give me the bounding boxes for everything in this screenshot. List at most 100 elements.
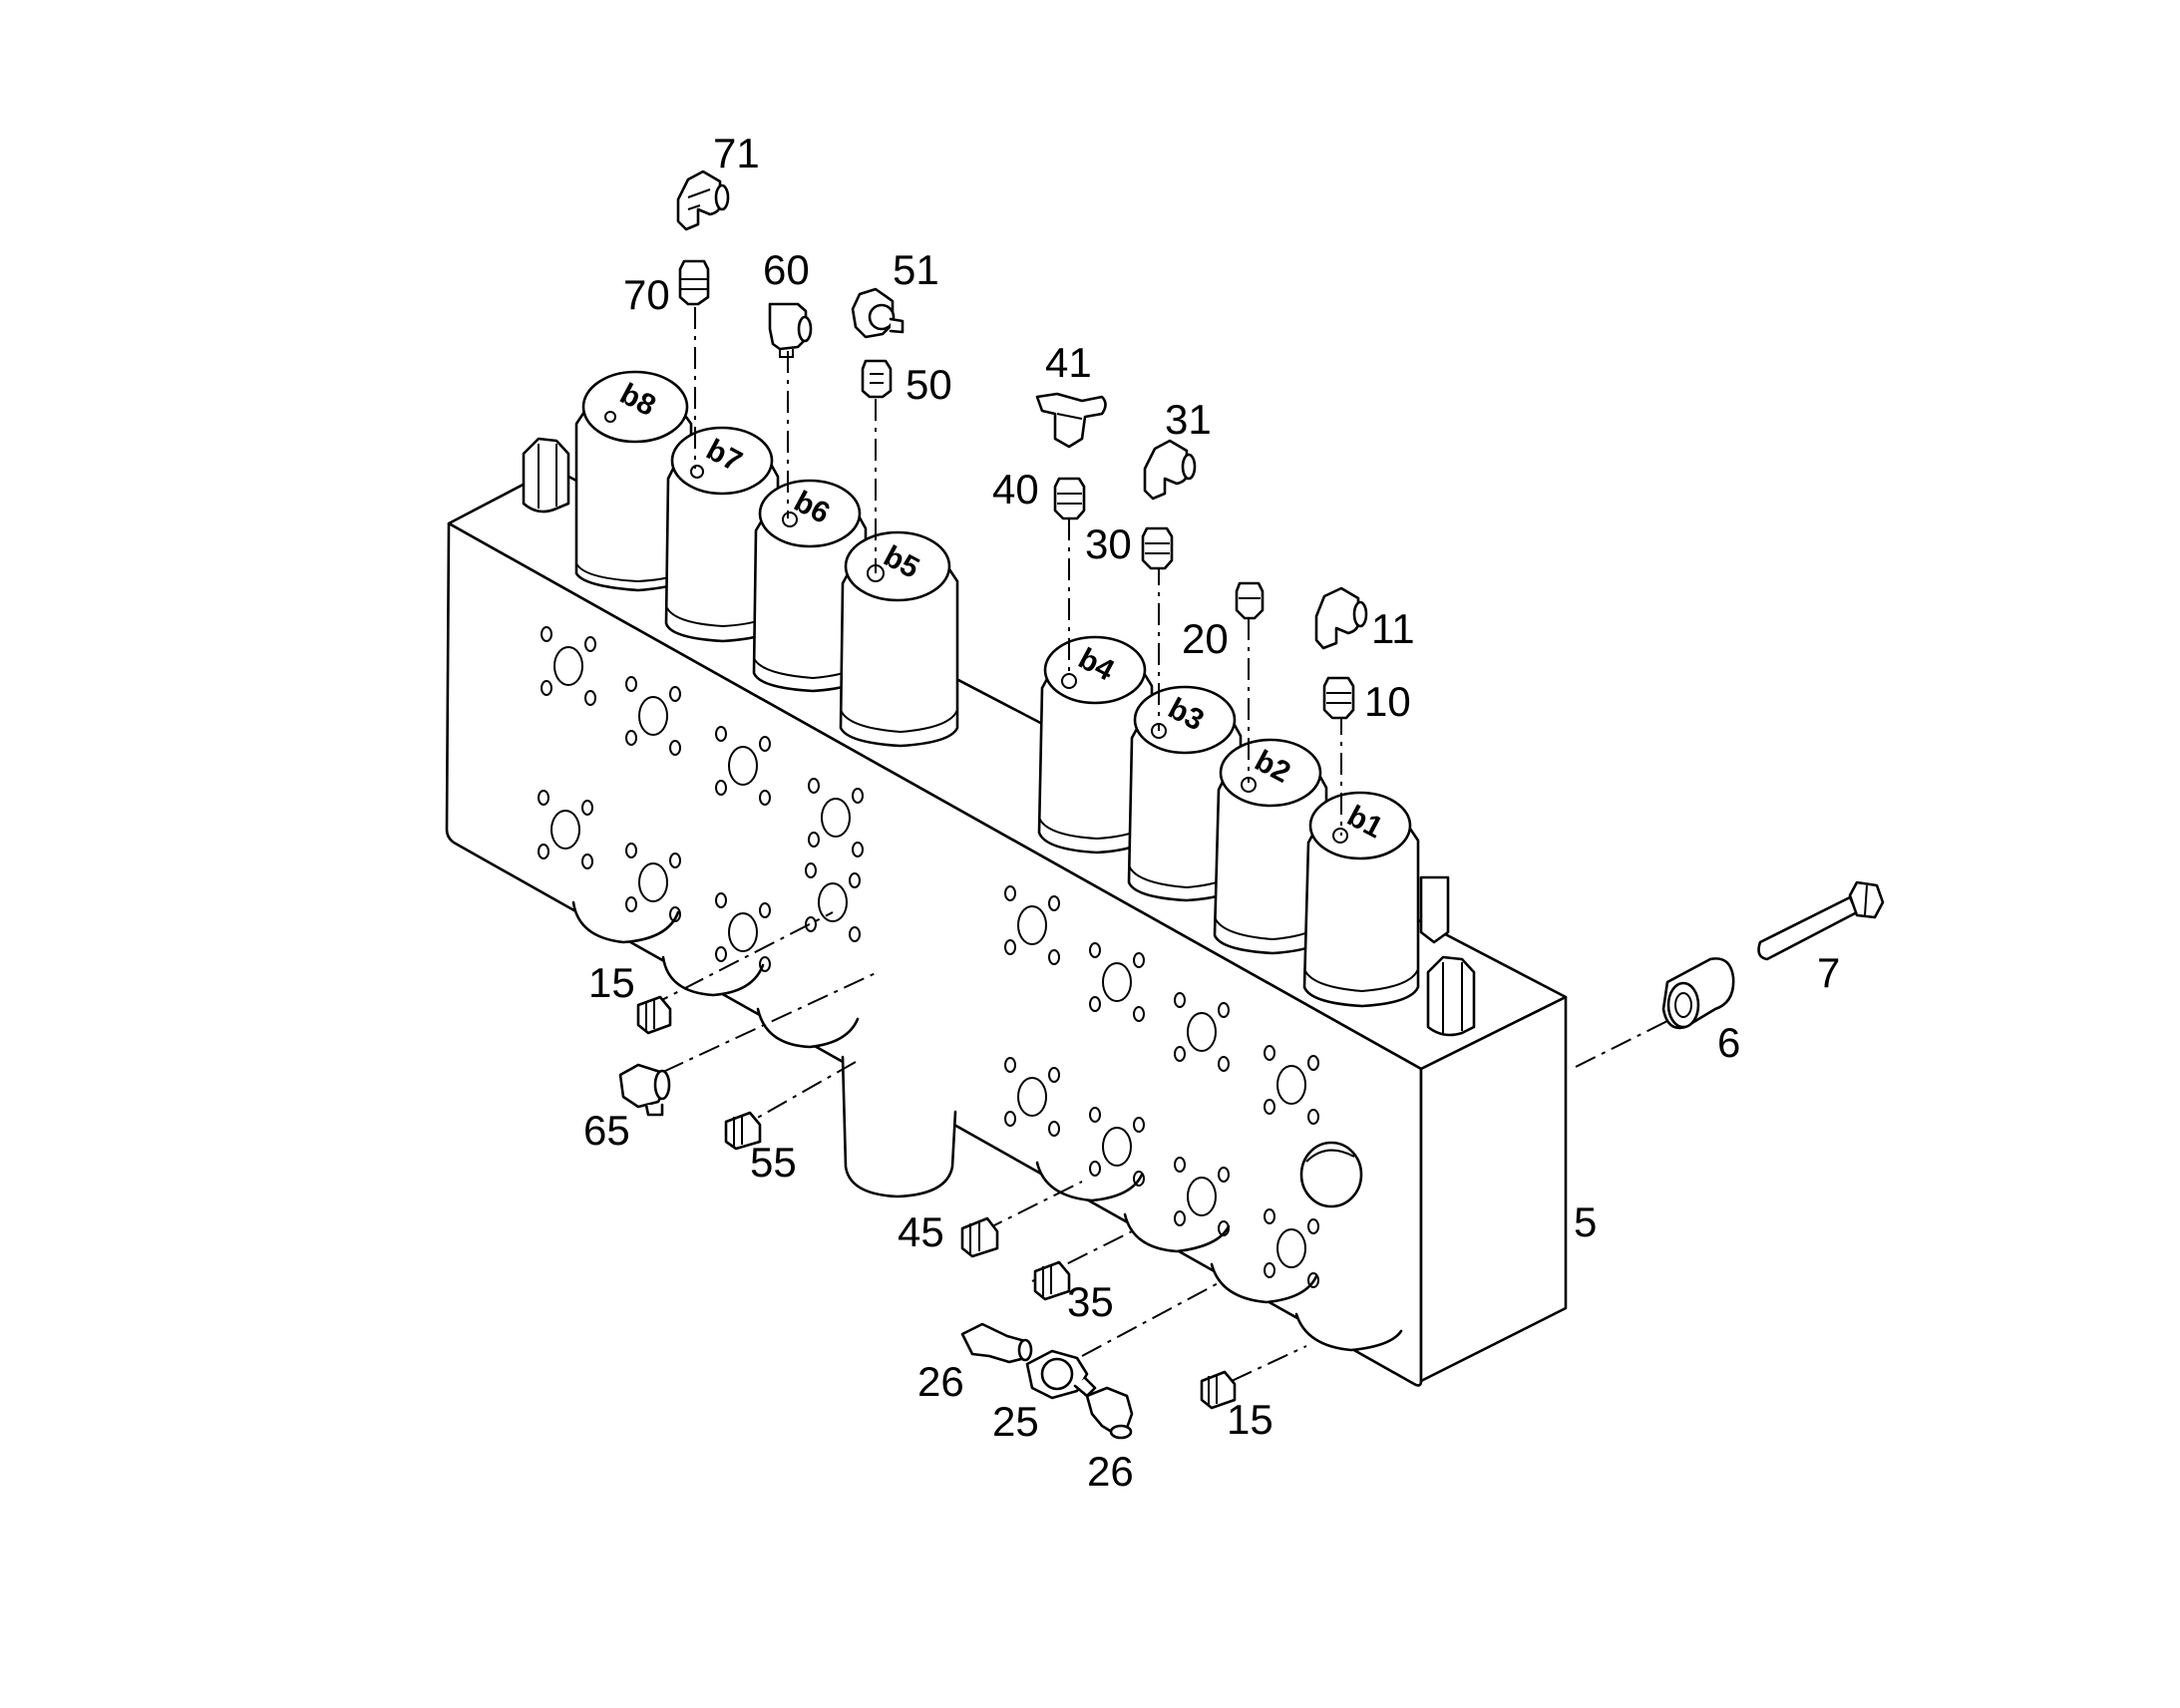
bolt-hole	[852, 788, 864, 804]
port-hole	[818, 882, 848, 922]
fitting-51-tee	[851, 287, 905, 339]
bolt-hole	[1048, 1067, 1060, 1083]
bolt-hole	[808, 778, 820, 794]
bolt-hole	[1264, 1045, 1275, 1061]
bolt-hole	[759, 956, 771, 972]
port-hole	[728, 746, 758, 786]
callout-10: 10	[1364, 678, 1411, 725]
callout-40: 40	[992, 466, 1039, 512]
bolt-hole	[1174, 1157, 1186, 1173]
port-hole	[1276, 1228, 1306, 1268]
bolt-hole	[581, 854, 593, 869]
fitting-10-nipple	[1322, 676, 1355, 720]
bolt-hole	[1048, 895, 1060, 911]
callout-5: 5	[1574, 1198, 1597, 1245]
bolt-hole	[849, 872, 861, 888]
fitting-20-plug	[1235, 581, 1265, 620]
callout-20: 20	[1182, 615, 1229, 662]
port-hole	[1102, 962, 1132, 1002]
fitting-25-cross	[1025, 1349, 1097, 1400]
fitting-15b-nipple	[1200, 1370, 1237, 1410]
coil-b8	[574, 370, 693, 592]
bolt-hole	[759, 790, 771, 806]
bolt-hole	[852, 842, 864, 857]
bolt-hole	[715, 892, 727, 908]
bolt-hole	[581, 800, 593, 816]
bolt-hole	[759, 902, 771, 918]
bolt-hole	[1089, 942, 1101, 958]
port-hole	[1102, 1127, 1132, 1167]
bolt-hole	[669, 906, 681, 922]
end-hex-boss	[1426, 955, 1476, 1037]
bolt-hole	[669, 740, 681, 756]
callout-26-right: 26	[1087, 1448, 1134, 1495]
callout-15-lower: 15	[1227, 1396, 1273, 1443]
port-hole-pattern	[538, 626, 1319, 1288]
bolt-hole	[625, 896, 637, 912]
callout-15-upper: 15	[588, 959, 635, 1006]
bolt-hole	[1004, 1057, 1016, 1073]
callout-35: 35	[1067, 1278, 1114, 1325]
bolt-hole	[1307, 1218, 1319, 1234]
port-hole	[728, 912, 758, 952]
bolt-hole	[805, 916, 817, 932]
port-hole	[1017, 1077, 1047, 1117]
bolt-hole	[1133, 1006, 1145, 1022]
bolt-hole	[1307, 1109, 1319, 1125]
callout-41: 41	[1045, 339, 1092, 386]
bolt-hole	[1133, 1171, 1145, 1187]
fitting-35-nipple	[1033, 1260, 1071, 1301]
bolt-hole	[1307, 1055, 1319, 1071]
port-hole	[550, 810, 580, 850]
bolt-hole	[808, 832, 820, 848]
fitting-65-tee	[618, 1063, 671, 1117]
port-hole	[1187, 1177, 1217, 1216]
bolt-hole	[849, 926, 861, 942]
bolt-hole	[669, 686, 681, 702]
bolt-hole	[1089, 1107, 1101, 1123]
port-hole	[1276, 1065, 1306, 1105]
solenoid-coils	[574, 370, 1420, 1008]
fitting-11-elbow	[1314, 586, 1368, 650]
bolt-hole	[1133, 952, 1145, 968]
bolt-hole	[1218, 1002, 1230, 1018]
bolt-hole	[1089, 996, 1101, 1012]
lower-coils	[571, 900, 1403, 1352]
callout-25: 25	[992, 1398, 1039, 1445]
bolt-hole	[625, 730, 637, 746]
fitting-71-elbow	[676, 170, 730, 231]
coil-b2	[1213, 738, 1328, 955]
bolt-hole	[1174, 1210, 1186, 1226]
bolt-hole	[1133, 1117, 1145, 1133]
bolt-hole	[715, 946, 727, 962]
fitting-41-tee	[1035, 392, 1107, 449]
fitting-15a-nipple	[636, 995, 672, 1035]
bolt-hole	[759, 736, 771, 752]
fitting-60-straight	[768, 302, 813, 358]
bolt-7	[1757, 880, 1885, 961]
bolt-hole	[1174, 992, 1186, 1008]
port-hole	[638, 696, 668, 736]
bolt-hole	[1307, 1272, 1319, 1288]
bolt-hole	[1264, 1262, 1275, 1278]
bolt-hole	[541, 626, 552, 642]
top-hex-boss-left	[522, 437, 570, 513]
bolt-hole	[1264, 1099, 1275, 1115]
bolt-hole	[1218, 1167, 1230, 1183]
callout-55: 55	[750, 1139, 797, 1186]
fitting-55-nipple	[724, 1111, 762, 1151]
bolt-hole	[715, 780, 727, 796]
fitting-26a-elbow	[960, 1322, 1033, 1364]
bolt-hole	[1264, 1208, 1275, 1224]
bolt-hole	[715, 726, 727, 742]
port-hole	[1187, 1012, 1217, 1052]
bolt-hole	[805, 862, 817, 878]
coil-b7	[664, 426, 780, 643]
callout-50: 50	[906, 361, 952, 408]
top-hex-boss-right	[1419, 875, 1450, 944]
fitting-31-elbow	[1143, 439, 1197, 501]
coil-b6	[752, 479, 868, 693]
bolt-hole	[1218, 1056, 1230, 1072]
bolt-hole	[1048, 1121, 1060, 1137]
